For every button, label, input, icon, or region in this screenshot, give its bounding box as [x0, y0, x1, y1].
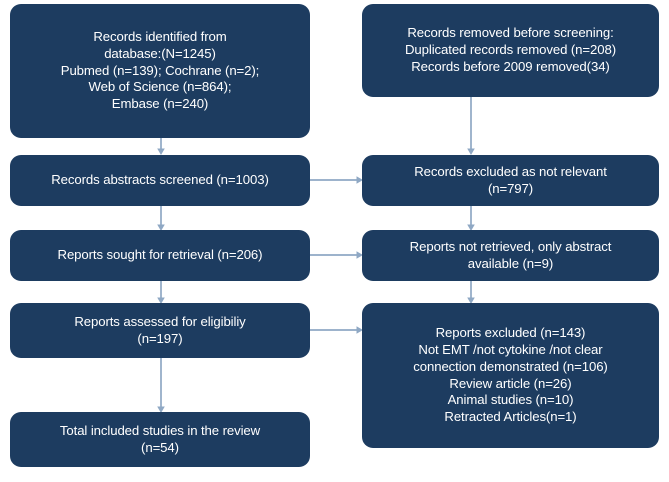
connector-not-retrieved-to-excluded-full [462, 281, 480, 305]
connector-excluded-not-relevant-to-not-retrieved [462, 206, 480, 232]
box-reports-assessed-for-eligibility: Reports assessed for eligibiliy (n=197) [10, 303, 310, 358]
connector-assessed-to-included [152, 358, 170, 414]
box-records-removed-before-screening: Records removed before screening: Duplic… [362, 4, 659, 97]
box-reports-not-retrieved: Reports not retrieved, only abstract ava… [362, 230, 659, 281]
connector-assessed-to-excluded-full [310, 322, 364, 338]
connector-screened-to-excluded-not-relevant [310, 172, 364, 188]
box-records-identified: Records identified from database:(N=1245… [10, 4, 310, 138]
connector-removed-to-excluded-not-relevant [462, 97, 480, 156]
box-total-included-studies: Total included studies in the review (n=… [10, 412, 310, 467]
connector-screened-to-sought [152, 206, 170, 232]
box-records-abstracts-screened: Records abstracts screened (n=1003) [10, 155, 310, 206]
box-reports-sought-for-retrieval: Reports sought for retrieval (n=206) [10, 230, 310, 281]
box-records-excluded-not-relevant: Records excluded as not relevant (n=797) [362, 155, 659, 206]
box-reports-excluded: Reports excluded (n=143) Not EMT /not cy… [362, 303, 659, 448]
connector-sought-to-assessed [152, 281, 170, 305]
connector-sought-to-not-retrieved [310, 247, 364, 263]
connector-identification-to-screened [152, 138, 170, 156]
